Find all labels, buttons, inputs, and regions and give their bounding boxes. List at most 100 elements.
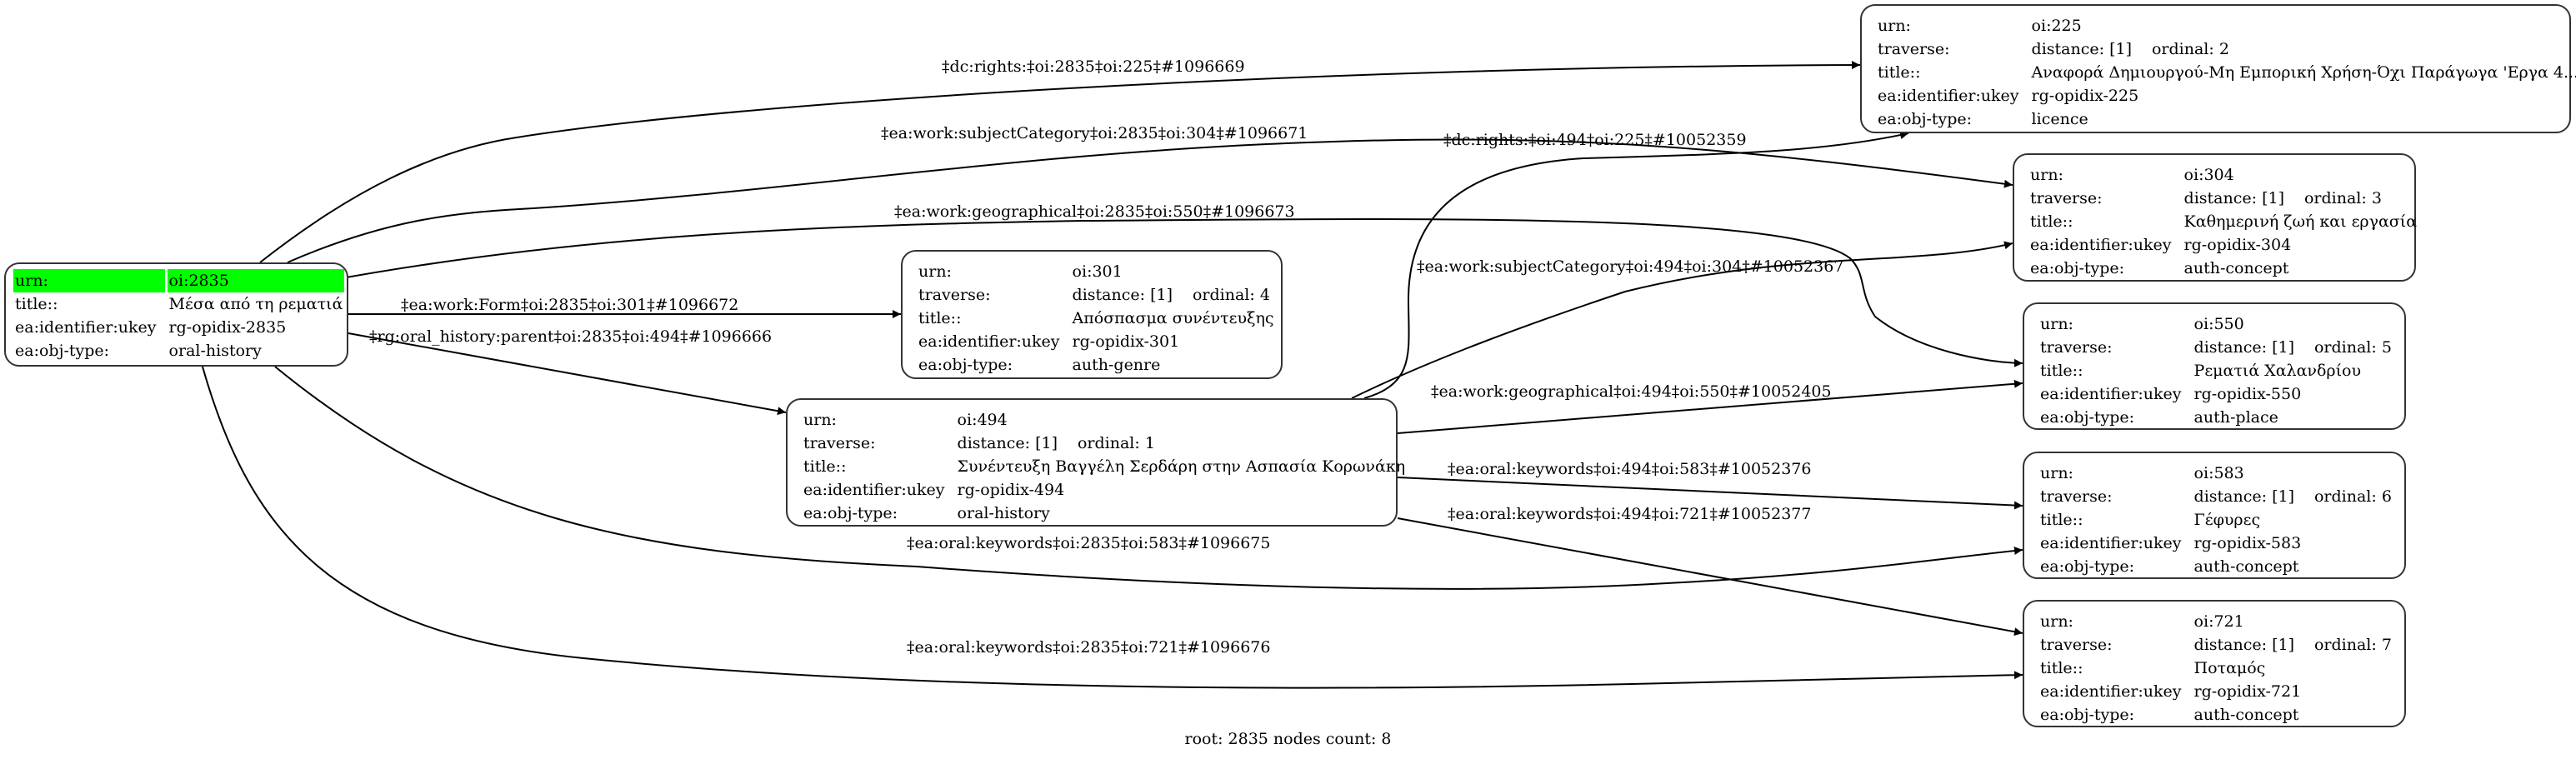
ordinal: ordinal: 6 bbox=[2313, 487, 2392, 506]
value-title: Μέσα από τη ρεματιά bbox=[168, 295, 343, 313]
value-urn: oi:494 bbox=[957, 411, 1008, 429]
edge-2835-225 bbox=[259, 61, 1861, 263]
node-301[interactable]: urn: oi:301 traverse: distance: [1] ordinal… bbox=[901, 250, 1283, 379]
key-title: title:: bbox=[2040, 659, 2083, 677]
distance: distance: [1] bbox=[2193, 636, 2294, 654]
value-title: Απόσπασμα συνέντευξης bbox=[1072, 309, 1274, 327]
key-traverse: traverse: bbox=[2040, 636, 2113, 654]
value-title: Αναφορά Δημιουργού-Μη Εμπορική Χρήση-Όχι… bbox=[2031, 63, 2576, 82]
node-table: urn:oi:225 traverse:distance: [1]ordinal… bbox=[1873, 14, 2576, 131]
key-obj-type: ea:obj-type: bbox=[2040, 706, 2135, 724]
value-urn: oi:301 bbox=[1072, 262, 1123, 281]
key-traverse: traverse: bbox=[2040, 338, 2113, 357]
edge-2835-304 bbox=[287, 138, 2013, 263]
value-traverse: distance: [1]ordinal: 5 bbox=[2193, 336, 2393, 359]
node-2835[interactable]: urn: oi:2835 title:: Μέσα από τη ρεματιά… bbox=[4, 262, 348, 367]
node-table: urn: oi:304 traverse: distance: [1] ordinal… bbox=[2026, 163, 2421, 280]
node-494[interactable]: urn: oi:494 traverse: distance: [1]ordinal… bbox=[786, 398, 1405, 527]
edge-label: ‡ea:work:Form‡oi:2835‡oi:301‡#1096672 bbox=[401, 296, 739, 314]
node-table: urn: oi:2835 title:: Μέσα από τη ρεματιά… bbox=[11, 269, 347, 362]
node-721[interactable]: urn:oi:721 traverse:distance: [1]ordinal… bbox=[2023, 600, 2406, 727]
distance: distance: [1] bbox=[2183, 189, 2284, 207]
value-urn: oi:2835 bbox=[167, 269, 345, 292]
key-obj-type: ea:obj-type: bbox=[2040, 408, 2135, 427]
node-225[interactable]: urn:oi:225 traverse:distance: [1]ordinal… bbox=[1860, 4, 2576, 133]
edge-2835-583 bbox=[274, 366, 2023, 590]
key-ukey: ea:identifier:ukey bbox=[1878, 87, 2019, 105]
key-urn: urn: bbox=[2040, 464, 2073, 482]
value-obj-type: oral-history bbox=[168, 342, 262, 360]
key-obj-type: ea:obj-type: bbox=[918, 356, 1013, 374]
key-ukey: ea:identifier:ukey bbox=[2030, 236, 2172, 254]
edge-label: ‡ea:oral:keywords‡oi:2835‡oi:721‡#109667… bbox=[907, 638, 1271, 657]
value-traverse: distance: [1] ordinal: 4 bbox=[1071, 283, 1276, 307]
edge-label: ‡dc:rights:‡oi:494‡oi:225‡#10052359 bbox=[1443, 131, 1747, 149]
key-traverse: traverse: bbox=[1878, 40, 1950, 58]
graph-caption: root: 2835 nodes count: 8 bbox=[1184, 730, 1392, 748]
value-obj-type: auth-genre bbox=[1072, 356, 1161, 374]
value-obj-type: auth-place bbox=[2193, 408, 2278, 427]
value-ukey: rg-opidix-721 bbox=[2193, 682, 2302, 701]
value-traverse: distance: [1]ordinal: 2 bbox=[2030, 37, 2576, 61]
row-ukey: ea:identifier:ukey rg-opidix-2835 bbox=[13, 316, 344, 339]
key-title: title:: bbox=[15, 295, 58, 313]
value-ukey: rg-opidix-2835 bbox=[168, 318, 287, 337]
node-304[interactable]: urn: oi:304 traverse: distance: [1] ordinal… bbox=[2013, 153, 2417, 282]
key-urn: urn: bbox=[803, 411, 837, 429]
key-title: title:: bbox=[2040, 511, 2083, 529]
value-urn: oi:304 bbox=[2183, 166, 2234, 184]
key-title: title:: bbox=[803, 457, 847, 476]
key-urn: urn: bbox=[918, 262, 952, 281]
value-ukey: rg-opidix-225 bbox=[2031, 87, 2139, 105]
edge-label: ‡rg:oral_history:parent‡oi:2835‡oi:494‡#… bbox=[369, 327, 773, 346]
edge-2835-550 bbox=[323, 217, 2023, 367]
value-obj-type: auth-concept bbox=[2183, 259, 2289, 277]
key-traverse: traverse: bbox=[2030, 189, 2103, 207]
value-traverse: distance: [1]ordinal: 1 bbox=[956, 432, 1408, 455]
value-ukey: rg-opidix-301 bbox=[1072, 332, 1180, 351]
node-550[interactable]: urn:oi:550 traverse:distance: [1]ordinal… bbox=[2023, 302, 2406, 430]
edge-label: ‡dc:rights:‡oi:2835‡oi:225‡#1096669 bbox=[942, 57, 1245, 76]
key-title: title:: bbox=[2040, 362, 2083, 380]
key-title: title:: bbox=[2030, 212, 2073, 231]
row-title: title:: Μέσα από τη ρεματιά bbox=[13, 292, 344, 316]
ordinal: ordinal: 3 bbox=[2303, 189, 2382, 207]
key-traverse: traverse: bbox=[918, 286, 991, 304]
edge-2835-721 bbox=[202, 366, 2023, 689]
value-urn: oi:721 bbox=[2193, 612, 2244, 631]
edge-494-304 bbox=[1351, 241, 2013, 399]
value-ukey: rg-opidix-583 bbox=[2193, 534, 2302, 552]
value-ukey: rg-opidix-494 bbox=[957, 481, 1065, 499]
value-obj-type: oral-history bbox=[957, 504, 1050, 522]
ordinal: ordinal: 4 bbox=[1192, 286, 1270, 304]
key-ukey: ea:identifier:ukey bbox=[918, 332, 1060, 351]
value-title: Καθημερινή ζωή και εργασία bbox=[2183, 212, 2418, 231]
distance: distance: [1] bbox=[1072, 286, 1173, 304]
key-obj-type: ea:obj-type: bbox=[803, 504, 898, 522]
value-title: Συνέντευξη Βαγγέλη Σερδάρη στην Ασπασία … bbox=[957, 457, 1406, 476]
ordinal: ordinal: 7 bbox=[2313, 636, 2392, 654]
key-obj-type: ea:obj-type: bbox=[2030, 259, 2125, 277]
edge-label: ‡ea:work:geographical‡oi:2835‡oi:550‡#10… bbox=[894, 202, 1295, 221]
key-traverse: traverse: bbox=[803, 434, 876, 452]
edge-label: ‡ea:oral:keywords‡oi:2835‡oi:583‡#109667… bbox=[907, 534, 1271, 552]
value-ukey: rg-opidix-550 bbox=[2193, 385, 2302, 403]
value-traverse: distance: [1] ordinal: 3 bbox=[2183, 187, 2419, 210]
node-table: urn:oi:550 traverse:distance: [1]ordinal… bbox=[2036, 312, 2396, 429]
edge-label: ‡ea:work:geographical‡oi:494‡oi:550‡#100… bbox=[1431, 382, 1832, 401]
key-urn: urn: bbox=[13, 269, 165, 292]
value-urn: oi:583 bbox=[2193, 464, 2244, 482]
node-583[interactable]: urn:oi:583 traverse:distance: [1]ordinal… bbox=[2023, 452, 2406, 579]
value-ukey: rg-opidix-304 bbox=[2183, 236, 2292, 254]
key-urn: urn: bbox=[2030, 166, 2063, 184]
edge-494-583 bbox=[1397, 477, 2023, 510]
ordinal: ordinal: 1 bbox=[1077, 434, 1155, 452]
node-table: urn: oi:494 traverse: distance: [1]ordinal… bbox=[799, 408, 1409, 525]
key-ukey: ea:identifier:ukey bbox=[15, 318, 157, 337]
edge-label: ‡ea:oral:keywords‡oi:494‡oi:721‡#1005237… bbox=[1448, 505, 1812, 523]
key-title: title:: bbox=[918, 309, 962, 327]
node-table: urn:oi:583 traverse:distance: [1]ordinal… bbox=[2036, 462, 2396, 578]
value-traverse: distance: [1] ordinal: 7 bbox=[2193, 633, 2393, 657]
key-obj-type: ea:obj-type: bbox=[2040, 557, 2135, 576]
